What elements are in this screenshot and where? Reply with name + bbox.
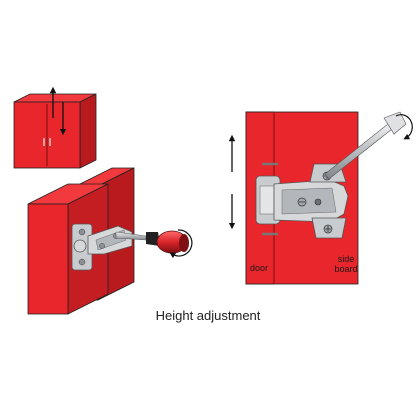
caption: Height adjustment [155,308,261,323]
rotation-arrow-small [169,229,193,259]
cabinet-illustration [13,93,97,169]
cabinet-up-down-arrow [49,86,67,136]
hinge-large [255,162,349,239]
screwdriver-large [324,111,407,180]
side-board-label-line1: side [338,254,355,264]
hinge-small [71,223,133,271]
screwdriver-small [115,230,189,254]
side-board-label-line2: board [334,264,357,274]
rotation-arrow-large [395,114,413,140]
door-label: door [250,263,268,273]
